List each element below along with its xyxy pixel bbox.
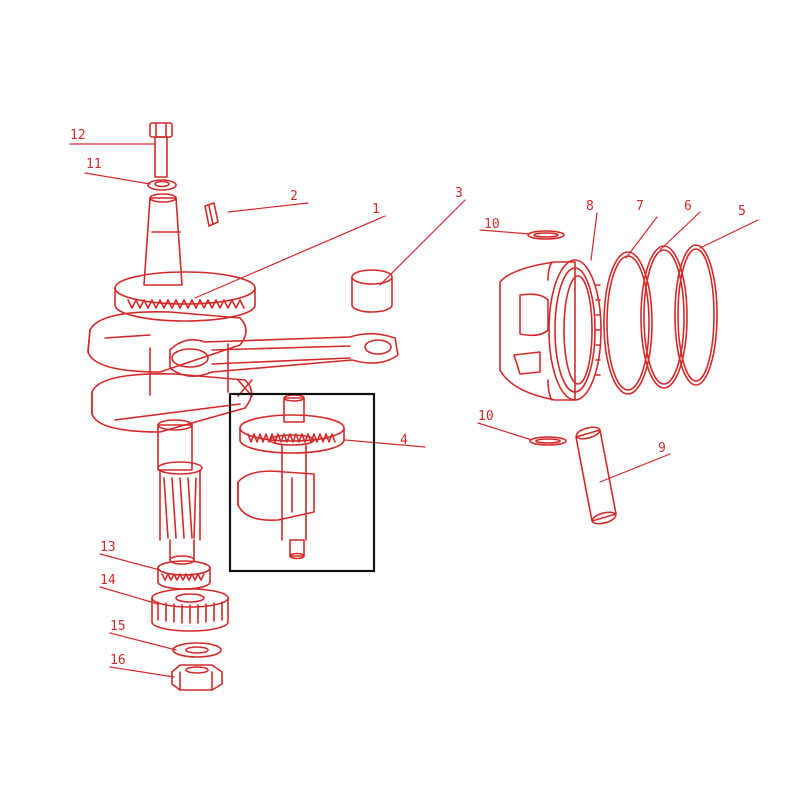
callout-2: 2: [290, 189, 298, 204]
callout-4: 4: [400, 433, 408, 448]
callout-7: 7: [636, 199, 644, 214]
part-2-key: [204, 202, 219, 227]
callout-12: 12: [70, 128, 86, 143]
part-11-washer: [147, 179, 177, 191]
callout-5: 5: [738, 204, 746, 219]
callout-9: 9: [658, 441, 666, 456]
callout-3: 3: [455, 186, 463, 201]
part-9-piston-pin: [575, 426, 617, 525]
callout-13: 13: [100, 540, 116, 555]
part-4-balancer-shaft: [237, 394, 345, 560]
callout-10a: 10: [484, 217, 500, 232]
highlight-box: [228, 392, 376, 573]
part-10-clip-upper: [527, 230, 565, 240]
part-13-gear: [157, 560, 211, 590]
part-5-ring: [674, 244, 718, 386]
callout-10b: 10: [478, 409, 494, 424]
callout-6: 6: [684, 199, 692, 214]
callout-1: 1: [372, 202, 380, 217]
part-8-piston: [499, 259, 602, 401]
part-1-crankshaft: [87, 193, 256, 565]
callout-16: 16: [110, 653, 126, 668]
part-12-bolt: [149, 122, 173, 178]
part-16-nut: [171, 664, 223, 691]
connecting-rod: [169, 332, 399, 397]
part-3-bearing: [351, 269, 393, 313]
part-15-washer: [172, 642, 222, 658]
callout-15: 15: [110, 619, 126, 634]
callout-8: 8: [586, 199, 594, 214]
callout-14: 14: [100, 573, 116, 588]
callout-11: 11: [86, 157, 102, 172]
part-14-gear: [151, 588, 229, 632]
part-10-clip-lower: [529, 436, 567, 446]
leader-lines: [69, 143, 759, 678]
